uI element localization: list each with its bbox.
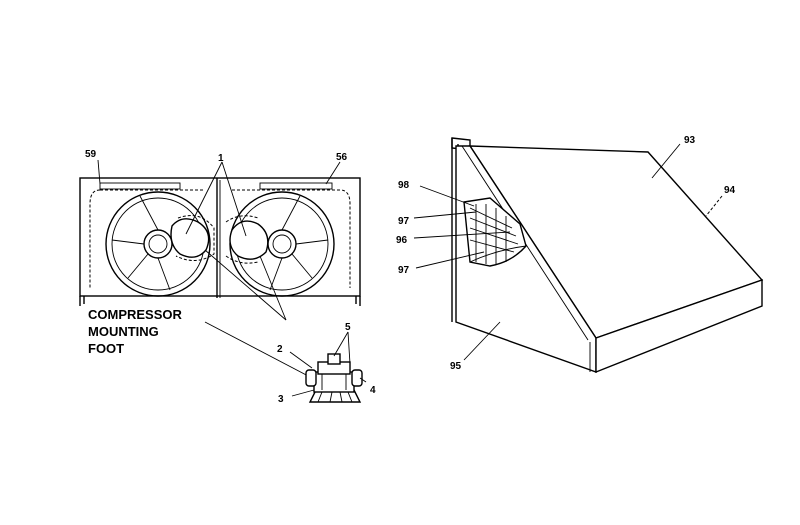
front-edge [595, 279, 763, 374]
label-part-94: 94 [724, 185, 736, 196]
left-compressor [170, 218, 210, 258]
insulation-left [89, 189, 205, 288]
label-part-56: 56 [336, 152, 348, 163]
insulation-right [232, 189, 351, 288]
label-part-1: 1 [218, 153, 224, 164]
leader-lines-left [97, 159, 341, 379]
label-part-3: 3 [278, 394, 284, 405]
label-part-98: 98 [398, 180, 410, 191]
leader-lines-right [413, 143, 723, 361]
fan-panel-assembly [79, 177, 361, 306]
label-part-93: 93 [684, 135, 696, 146]
callout-line-1: COMPRESSOR [88, 307, 183, 322]
panel-flange [79, 296, 361, 306]
cabinet-hood [451, 137, 764, 374]
label-part-96: 96 [396, 235, 408, 246]
right-compressor [229, 220, 269, 260]
label-part-59: 59 [85, 149, 97, 160]
label-part-4: 4 [370, 385, 376, 396]
callout-line-3: FOOT [88, 341, 124, 356]
label-part-5: 5 [345, 322, 351, 333]
callout-line-2: MOUNTING [88, 324, 159, 339]
label-part-2: 2 [277, 344, 283, 355]
label-part-97-lower: 97 [398, 265, 410, 276]
label-part-97-upper: 97 [398, 216, 410, 227]
compressor-mounting-foot [289, 331, 367, 403]
label-part-95: 95 [450, 361, 462, 372]
